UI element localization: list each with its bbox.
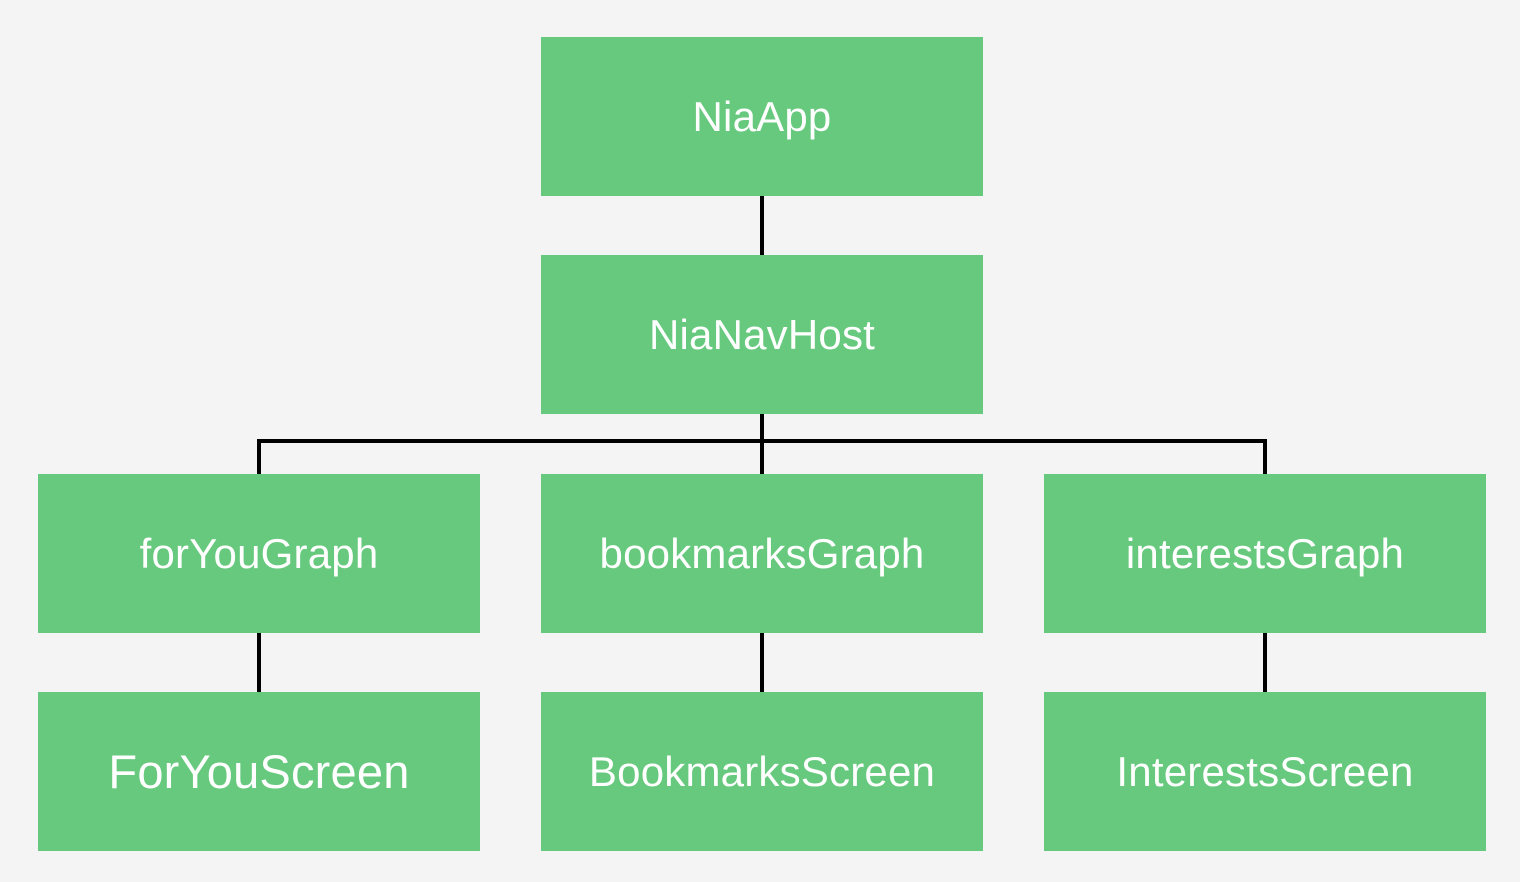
connector-nav-host-to-interests-graph — [760, 414, 1267, 474]
node-interests-screen: InterestsScreen — [1044, 692, 1486, 851]
node-bookmarks-screen: BookmarksScreen — [541, 692, 983, 851]
node-for-you-graph: forYouGraph — [38, 474, 480, 633]
node-interests-graph: interestsGraph — [1044, 474, 1486, 633]
connector-nav-host-to-for-you-graph — [257, 414, 764, 474]
node-bookmarks-graph: bookmarksGraph — [541, 474, 983, 633]
node-for-you-screen: ForYouScreen — [38, 692, 480, 851]
node-label: interestsGraph — [1125, 529, 1405, 577]
node-label: ForYouScreen — [108, 745, 410, 798]
node-label: NiaNavHost — [648, 310, 876, 358]
node-label: NiaApp — [692, 92, 832, 140]
node-nia-nav-host: NiaNavHost — [541, 255, 983, 414]
node-label: BookmarksScreen — [588, 747, 936, 795]
node-label: InterestsScreen — [1116, 747, 1414, 795]
node-label: forYouGraph — [139, 529, 379, 577]
node-label: bookmarksGraph — [599, 529, 925, 577]
node-nia-app: NiaApp — [541, 37, 983, 196]
